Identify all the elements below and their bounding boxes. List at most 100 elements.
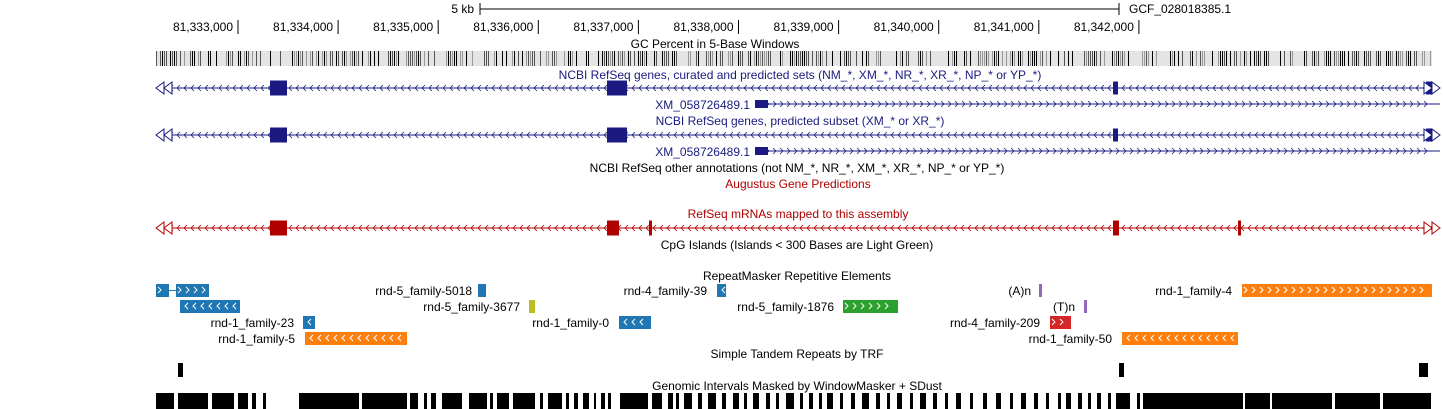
masked-interval[interactable] (652, 393, 662, 409)
masked-interval[interactable] (1137, 393, 1140, 409)
trf-element[interactable] (1119, 363, 1124, 377)
masked-interval[interactable] (684, 393, 692, 409)
masked-interval[interactable] (1245, 393, 1270, 409)
track-label-trf[interactable]: Simple Tandem Repeats by TRF (711, 347, 884, 361)
masked-interval[interactable] (410, 393, 418, 409)
masked-interval[interactable] (442, 393, 462, 409)
masked-interval[interactable] (156, 393, 174, 409)
repeat-label-family-3677[interactable]: rnd-5_family-3677 (423, 300, 520, 314)
masked-interval[interactable] (431, 393, 436, 409)
masked-interval[interactable] (362, 393, 407, 409)
masked-interval[interactable] (469, 393, 487, 409)
masked-interval[interactable] (608, 393, 611, 409)
track-label-augustus[interactable]: Augustus Gene Predictions (725, 177, 870, 191)
masked-interval[interactable] (252, 393, 256, 409)
trf-element[interactable] (1419, 363, 1428, 377)
exon-block[interactable] (1113, 220, 1119, 236)
masked-interval[interactable] (933, 393, 937, 409)
repeat-label-family-5018[interactable]: rnd-5_family-5018 (375, 284, 472, 298)
masked-interval[interactable] (1116, 393, 1130, 409)
repeat-label-family-50[interactable]: rnd-1_family-50 (1029, 332, 1113, 346)
trf-element[interactable] (178, 363, 183, 377)
masked-interval[interactable] (996, 393, 1001, 409)
masked-interval[interactable] (744, 393, 747, 409)
refseq-predicted-feature-xm[interactable] (755, 147, 1440, 155)
gene-label-xm-1[interactable]: XM_058726489.1 (655, 98, 750, 112)
masked-interval[interactable] (1272, 393, 1332, 409)
masked-interval[interactable] (698, 393, 702, 409)
masked-interval[interactable] (897, 393, 902, 409)
repeat-element-209[interactable] (1050, 316, 1071, 329)
masked-interval[interactable] (212, 393, 234, 409)
masked-interval[interactable] (548, 393, 562, 409)
masked-interval[interactable] (1143, 393, 1243, 409)
masked-interval[interactable] (497, 393, 509, 409)
repeat-label-family-23[interactable]: rnd-1_family-23 (211, 316, 295, 330)
masked-interval[interactable] (970, 393, 973, 409)
repeat-element-4[interactable] (1242, 284, 1432, 297)
repeat-label-family-4[interactable]: rnd-1_family-4 (1155, 284, 1232, 298)
repeat-element-50[interactable] (1122, 332, 1238, 345)
repeat-element-1876[interactable] (843, 300, 898, 313)
masked-interval[interactable] (920, 393, 926, 409)
exon-block[interactable] (270, 127, 287, 143)
masked-interval[interactable] (490, 393, 493, 409)
masked-interval[interactable] (983, 393, 987, 409)
masked-interval[interactable] (676, 393, 679, 409)
masked-interval[interactable] (851, 393, 855, 409)
repeat-element-39[interactable] (717, 284, 726, 297)
masked-interval[interactable] (1335, 393, 1380, 409)
masked-interval[interactable] (583, 393, 589, 409)
gene-label-xm-2[interactable]: XM_058726489.1 (655, 145, 750, 159)
exon-block[interactable] (755, 100, 768, 108)
exon-block[interactable] (1113, 81, 1118, 95)
exon-block[interactable] (1238, 220, 1241, 236)
exon-block[interactable] (649, 220, 652, 236)
masked-interval[interactable] (540, 393, 543, 409)
masked-interval[interactable] (601, 393, 605, 409)
masked-interval[interactable] (876, 393, 880, 409)
track-label-repeatmasker[interactable]: RepeatMasker Repetitive Elements (703, 269, 891, 283)
repeatmasker-track[interactable]: rnd-5_family-5018 rnd-4_family-39 (A)n r… (156, 284, 1432, 346)
masked-interval[interactable] (1046, 393, 1049, 409)
refseq-predicted-feature[interactable] (155, 127, 1441, 143)
repeat-element-3677[interactable] (529, 300, 535, 313)
repeat-label-family-209[interactable]: rnd-4_family-209 (950, 316, 1040, 330)
masked-interval[interactable] (566, 393, 569, 409)
masked-interval[interactable] (862, 393, 869, 409)
repeat-label-an[interactable]: (A)n (1008, 284, 1031, 298)
masked-interval[interactable] (1066, 393, 1071, 409)
masked-interval[interactable] (733, 393, 739, 409)
repeat-element-left-2[interactable] (176, 284, 209, 297)
exon-block[interactable] (1113, 128, 1118, 142)
repeat-label-family-39[interactable]: rnd-4_family-39 (624, 284, 708, 298)
repeat-element-5018[interactable] (478, 284, 486, 297)
masked-interval[interactable] (1108, 393, 1111, 409)
masked-interval[interactable] (827, 393, 833, 409)
track-label-gc-percent[interactable]: GC Percent in 5-Base Windows (631, 37, 800, 51)
masked-interval[interactable] (1097, 393, 1101, 409)
masked-interval[interactable] (809, 393, 813, 409)
masked-interval[interactable] (840, 393, 843, 409)
exon-block[interactable] (607, 220, 619, 236)
masked-interval[interactable] (1010, 393, 1013, 409)
masked-interval[interactable] (238, 393, 248, 409)
masked-interval[interactable] (786, 393, 794, 409)
masked-interval[interactable] (1383, 393, 1431, 409)
masked-interval[interactable] (574, 393, 578, 409)
masked-interval[interactable] (800, 393, 803, 409)
masked-interval[interactable] (766, 393, 770, 409)
track-label-refseq-other[interactable]: NCBI RefSeq other annotations (not NM_*,… (590, 161, 1005, 175)
repeat-element-tn[interactable] (1084, 300, 1087, 313)
masked-interval[interactable] (722, 393, 726, 409)
repeat-label-family-1876[interactable]: rnd-5_family-1876 (737, 300, 834, 314)
masked-interval[interactable] (753, 393, 759, 409)
exon-block[interactable] (607, 80, 627, 96)
masked-interval[interactable] (178, 393, 208, 409)
masked-interval[interactable] (620, 393, 648, 409)
trf-track[interactable] (178, 363, 1428, 377)
masked-interval[interactable] (910, 393, 913, 409)
refseq-gene-feature[interactable] (155, 80, 1441, 96)
masked-interval[interactable] (1078, 393, 1082, 409)
